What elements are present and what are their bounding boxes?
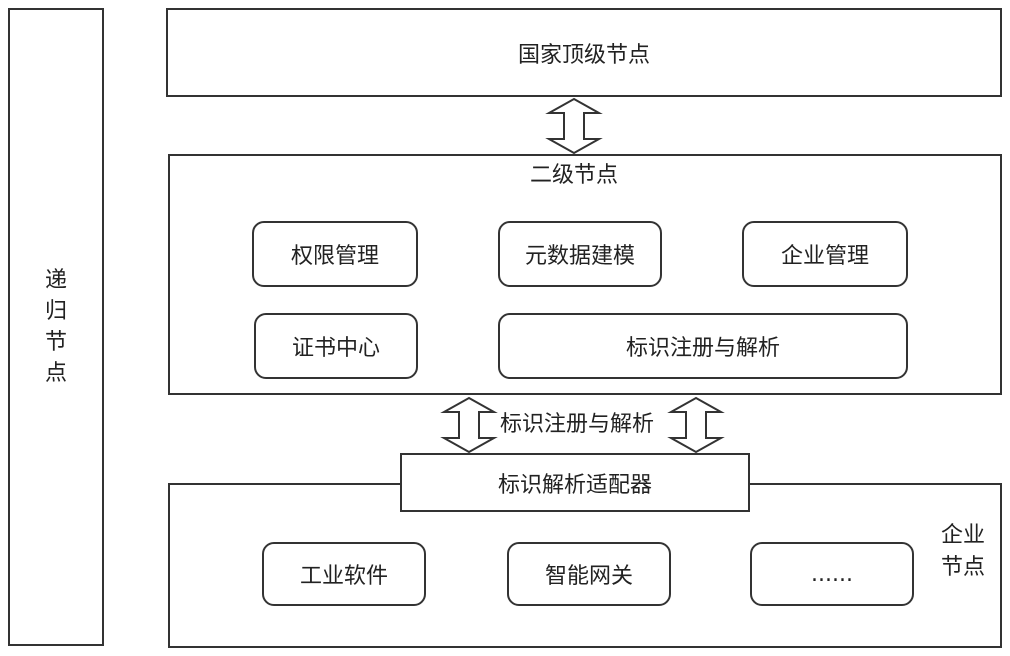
metadata-modeling-module: 元数据建模: [498, 221, 662, 287]
recursive-node-char: 递: [44, 268, 67, 293]
national-top-node-label: 国家顶级节点: [517, 42, 650, 68]
smart-gateway-label: 智能网关: [544, 564, 633, 589]
double-arrow-right: [667, 396, 725, 454]
permission-management-label: 权限管理: [290, 244, 379, 269]
link-label: 标识注册与解析: [500, 412, 655, 437]
double-arrow-left: [440, 396, 498, 454]
more-items: ......: [750, 542, 914, 606]
more-items-label: ......: [811, 561, 853, 587]
enterprise-management-module: 企业管理: [742, 221, 908, 287]
recursive-node-char: 节: [44, 330, 67, 355]
certificate-center-label: 证书中心: [291, 336, 380, 361]
identifier-registration-module: 标识注册与解析: [498, 313, 908, 379]
recursive-node-char: 归: [44, 299, 67, 324]
recursive-node: 递 归 节 点: [8, 8, 104, 646]
double-arrow-top: [545, 97, 603, 155]
recursive-node-char: 点: [44, 361, 67, 386]
secondary-node-title: 二级节点: [530, 163, 619, 188]
enterprise-node-title-line: 节点: [940, 555, 985, 580]
certificate-center-module: 证书中心: [254, 313, 418, 379]
enterprise-node-title-line: 企业: [940, 523, 985, 548]
industrial-software-label: 工业软件: [299, 564, 388, 589]
permission-management-module: 权限管理: [252, 221, 418, 287]
smart-gateway-item: 智能网关: [507, 542, 671, 606]
enterprise-management-label: 企业管理: [780, 244, 869, 269]
adapter-label: 标识解析适配器: [497, 472, 652, 498]
national-top-node: 国家顶级节点: [166, 8, 1002, 97]
identifier-resolution-adapter: 标识解析适配器: [400, 453, 750, 512]
enterprise-node-title: 企业 节点: [935, 520, 991, 584]
identifier-registration-label: 标识注册与解析: [625, 336, 780, 361]
metadata-modeling-label: 元数据建模: [524, 244, 635, 269]
industrial-software-item: 工业软件: [262, 542, 426, 606]
